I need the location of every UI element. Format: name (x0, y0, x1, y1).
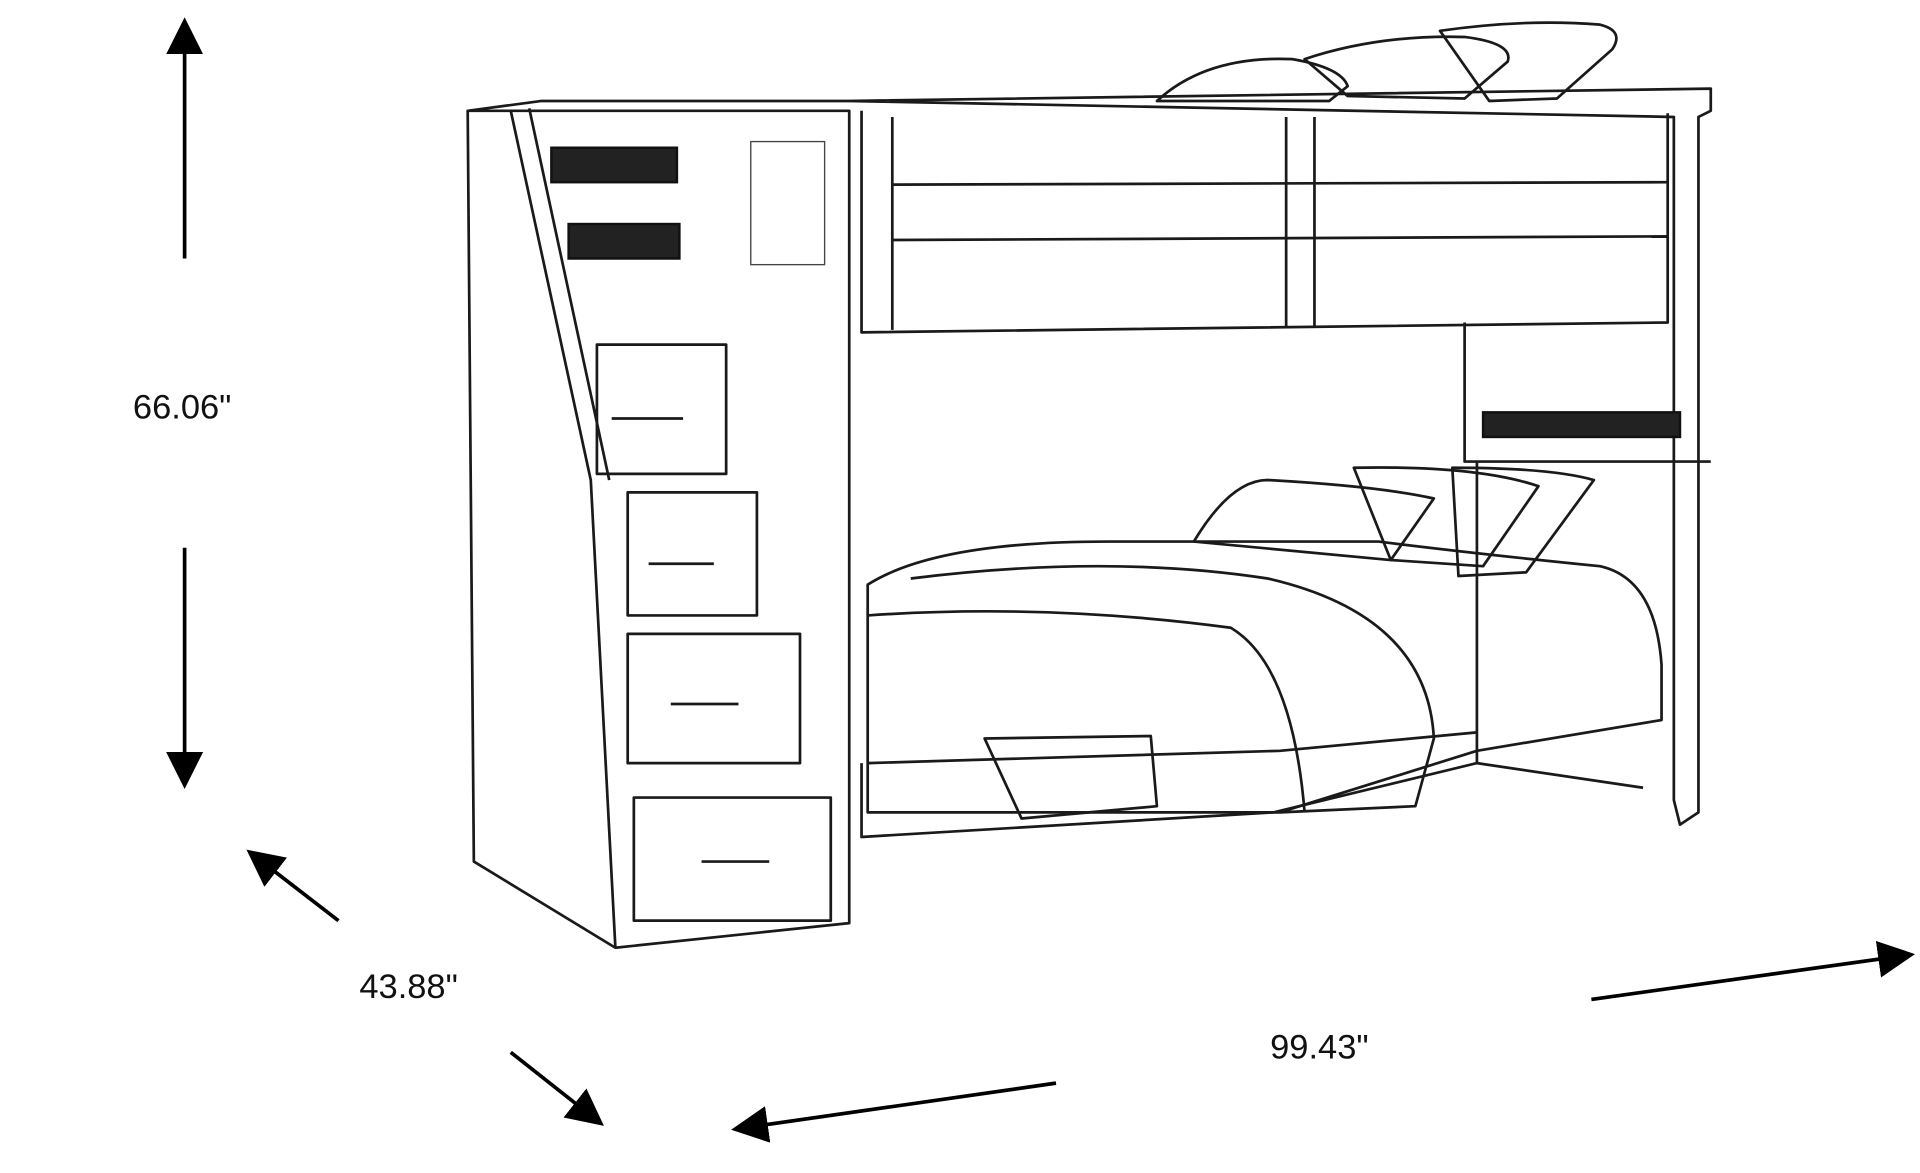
height-label: 66.06" (133, 388, 231, 426)
width-arrow-right (1591, 940, 1916, 1002)
bunk-bed-illustration (466, 21, 1713, 950)
width-arrow-left (731, 1081, 1057, 1143)
depth-label: 43.88" (359, 968, 457, 1006)
depth-arrow-down (509, 1050, 604, 1126)
width-label: 99.43" (1270, 1028, 1368, 1066)
depth-arrow-up (246, 849, 340, 923)
